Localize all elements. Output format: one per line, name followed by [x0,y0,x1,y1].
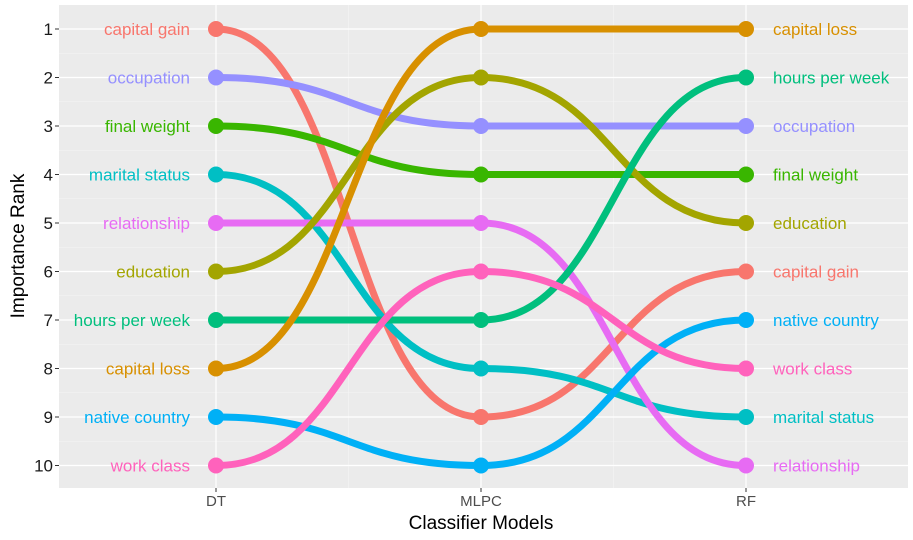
point-capital-loss-mlpc [473,21,489,37]
y-tick-label: 4 [44,166,53,185]
point-capital-loss-rf [738,21,754,37]
point-relationship-dt [208,215,224,231]
y-tick-label: 10 [34,457,53,476]
label-right-hours-per-week: hours per week [773,69,890,88]
y-tick-label: 7 [44,311,53,330]
point-marital-status-mlpc [473,360,489,377]
x-axis-title: Classifier Models [409,513,554,534]
label-right-marital-status: marital status [773,408,874,427]
label-left-capital-gain: capital gain [104,20,190,39]
y-tick-label: 9 [44,408,53,427]
point-native-country-mlpc [473,457,489,474]
x-tick-label: RF [736,493,756,510]
point-work-class-dt [208,457,224,474]
label-left-education: education [116,263,190,282]
point-education-dt [208,263,224,280]
point-relationship-rf [738,457,754,474]
series-line-hours-per-week [212,74,750,324]
point-occupation-dt [208,69,224,86]
point-work-class-rf [738,360,754,377]
series-line-capital-gain [212,25,750,421]
point-final-weight-rf [738,166,754,183]
point-occupation-mlpc [473,118,489,134]
point-hours-per-week-dt [208,312,224,328]
label-left-work-class: work class [110,457,190,476]
y-tick-label: 8 [44,360,53,379]
y-tick-label: 5 [44,214,53,233]
point-hours-per-week-rf [738,69,754,86]
label-right-native-country: native country [773,311,879,330]
point-occupation-rf [738,118,754,134]
grid-minor [59,5,908,488]
series-line-marital-status [212,171,750,421]
series-points [208,21,754,474]
point-education-rf [738,215,754,231]
point-capital-loss-dt [208,360,224,377]
series-line-relationship [212,219,750,469]
label-right-education: education [773,214,847,233]
point-final-weight-dt [208,118,224,134]
label-left-final-weight: final weight [105,117,190,136]
label-right-capital-loss: capital loss [773,20,857,39]
x-tick-label: MLPC [460,493,502,510]
x-axis: DT MLPC RF [206,488,756,510]
label-left-relationship: relationship [103,214,190,233]
point-work-class-mlpc [473,263,489,280]
label-left-capital-loss: capital loss [106,360,190,379]
y-tick-label: 2 [44,69,53,88]
point-capital-gain-dt [208,21,224,37]
point-native-country-dt [208,409,224,425]
y-tick-label: 6 [44,263,53,282]
label-right-occupation: occupation [773,117,855,136]
plot-panel [59,5,908,488]
y-tick-label: 1 [44,20,53,39]
point-capital-gain-rf [738,263,754,280]
point-relationship-mlpc [473,215,489,231]
y-tick-label: 3 [44,117,53,136]
point-capital-gain-mlpc [473,409,489,425]
point-final-weight-mlpc [473,166,489,183]
label-left-hours-per-week: hours per week [74,311,191,330]
label-right-final-weight: final weight [773,166,858,185]
label-left-occupation: occupation [108,69,190,88]
y-axis-title: Importance Rank [8,173,29,318]
point-marital-status-rf [738,409,754,425]
point-native-country-rf [738,312,754,328]
label-left-marital-status: marital status [89,166,190,185]
label-right-relationship: relationship [773,457,860,476]
label-right-capital-gain: capital gain [773,263,859,282]
point-marital-status-dt [208,166,224,183]
point-hours-per-week-mlpc [473,312,489,328]
point-education-mlpc [473,69,489,86]
right-labels: capital gain occupation final weight marita… [772,20,890,476]
label-left-native-country: native country [84,408,190,427]
label-right-work-class: work class [772,360,852,379]
left-labels: capital gain occupation final weight marita… [74,20,191,476]
y-axis: 1 2 3 4 5 6 7 8 9 10 [34,20,59,476]
series-line-capital-loss [212,25,750,372]
x-tick-label: DT [206,493,226,510]
